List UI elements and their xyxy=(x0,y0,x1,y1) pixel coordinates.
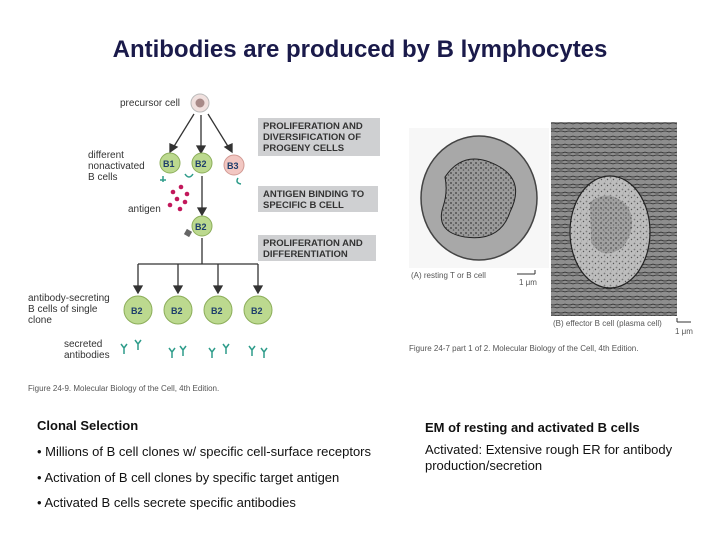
svg-text:B1: B1 xyxy=(163,159,175,169)
nonactivated-label: different nonactivated B cells xyxy=(88,150,145,183)
clone-cell-4: B2 xyxy=(244,296,272,324)
clonal-selection-heading: Clonal Selection xyxy=(37,418,138,433)
svg-text:PROLIFERATION AND: PROLIFERATION AND xyxy=(263,238,363,249)
b-cell-b2: B2 xyxy=(192,153,212,173)
binding-arrow xyxy=(198,176,206,215)
svg-text:secreted: secreted xyxy=(64,339,102,350)
svg-text:DIVERSIFICATION OF: DIVERSIFICATION OF xyxy=(263,132,361,143)
precursor-label: precursor cell xyxy=(120,98,180,109)
plasma-cell-micrograph xyxy=(551,122,677,316)
svg-text:B cells of single: B cells of single xyxy=(28,304,98,315)
svg-text:ANTIGEN BINDING TO: ANTIGEN BINDING TO xyxy=(263,189,364,200)
svg-text:B2: B2 xyxy=(211,306,223,316)
label-b: (B) effector B cell (plasma cell) xyxy=(553,319,662,328)
electron-micrographs: (A) resting T or B cell 1 μm (B) effecto… xyxy=(405,122,705,362)
clone-expansion-arrows xyxy=(134,238,262,293)
em-body: Activated: Extensive rough ER for antibo… xyxy=(425,442,705,474)
svg-text:SPECIFIC B CELL: SPECIFIC B CELL xyxy=(263,200,344,211)
proliferation-differentiation-box: PROLIFERATION AND DIFFERENTIATION xyxy=(258,235,376,261)
em-heading: EM of resting and activated B cells xyxy=(425,420,640,435)
b-cell-b3: B3 xyxy=(224,155,244,175)
secreting-cells-label: antibody-secreting B cells of single clo… xyxy=(28,293,110,326)
svg-text:1 μm: 1 μm xyxy=(675,327,693,336)
clone-cell-3: B2 xyxy=(204,296,232,324)
clone-cell-2: B2 xyxy=(164,296,192,324)
scale-bar-b: 1 μm xyxy=(675,318,693,336)
svg-text:different: different xyxy=(88,150,124,161)
svg-text:PROGENY CELLS: PROGENY CELLS xyxy=(263,143,344,154)
svg-text:B cells: B cells xyxy=(88,172,117,183)
clonal-bullet-1: • Millions of B cell clones w/ specific … xyxy=(37,444,371,459)
left-figure-caption: Figure 24-9. Molecular Biology of the Ce… xyxy=(28,384,219,393)
clonal-bullet-2: • Activation of B cell clones by specifi… xyxy=(37,470,339,485)
secreted-antibodies xyxy=(121,340,267,358)
svg-text:B3: B3 xyxy=(227,161,239,171)
precursor-cell xyxy=(191,94,209,112)
clone-cell-1: B2 xyxy=(124,296,152,324)
svg-text:B2: B2 xyxy=(131,306,143,316)
diversification-arrows xyxy=(170,114,232,153)
proliferation-diversification-box: PROLIFERATION AND DIVERSIFICATION OF PRO… xyxy=(258,118,380,156)
right-figure-caption: Figure 24-7 part 1 of 2. Molecular Biolo… xyxy=(409,344,638,353)
scale-bar-a: 1 μm xyxy=(517,270,537,287)
page-title: Antibodies are produced by B lymphocytes xyxy=(0,36,720,64)
svg-text:B2: B2 xyxy=(195,222,207,232)
antigen-particles xyxy=(168,185,190,212)
svg-text:antibodies: antibodies xyxy=(64,350,110,361)
antigen-binding-box: ANTIGEN BINDING TO SPECIFIC B CELL xyxy=(258,186,378,212)
svg-text:antibody-secreting: antibody-secreting xyxy=(28,293,110,304)
svg-text:1 μm: 1 μm xyxy=(519,278,537,287)
label-a: (A) resting T or B cell xyxy=(411,271,486,280)
svg-text:PROLIFERATION AND: PROLIFERATION AND xyxy=(263,121,363,132)
antigen-label: antigen xyxy=(128,204,161,215)
svg-text:nonactivated: nonactivated xyxy=(88,161,145,172)
svg-text:B2: B2 xyxy=(195,159,207,169)
svg-text:clone: clone xyxy=(28,315,52,326)
clonal-selection-diagram: precursor cell PROLIFERATION AND DIVERSI… xyxy=(20,88,390,398)
selected-b2-cell: B2 xyxy=(184,216,212,237)
svg-text:B2: B2 xyxy=(251,306,263,316)
secreted-antibodies-label: secreted antibodies xyxy=(64,339,110,361)
svg-text:DIFFERENTIATION: DIFFERENTIATION xyxy=(263,249,348,260)
resting-cell-micrograph xyxy=(409,128,549,268)
b-cell-b1: B1 xyxy=(160,153,180,173)
svg-text:B2: B2 xyxy=(171,306,183,316)
clonal-bullet-3: • Activated B cells secrete specific ant… xyxy=(37,495,296,510)
surface-receptors xyxy=(160,174,241,184)
